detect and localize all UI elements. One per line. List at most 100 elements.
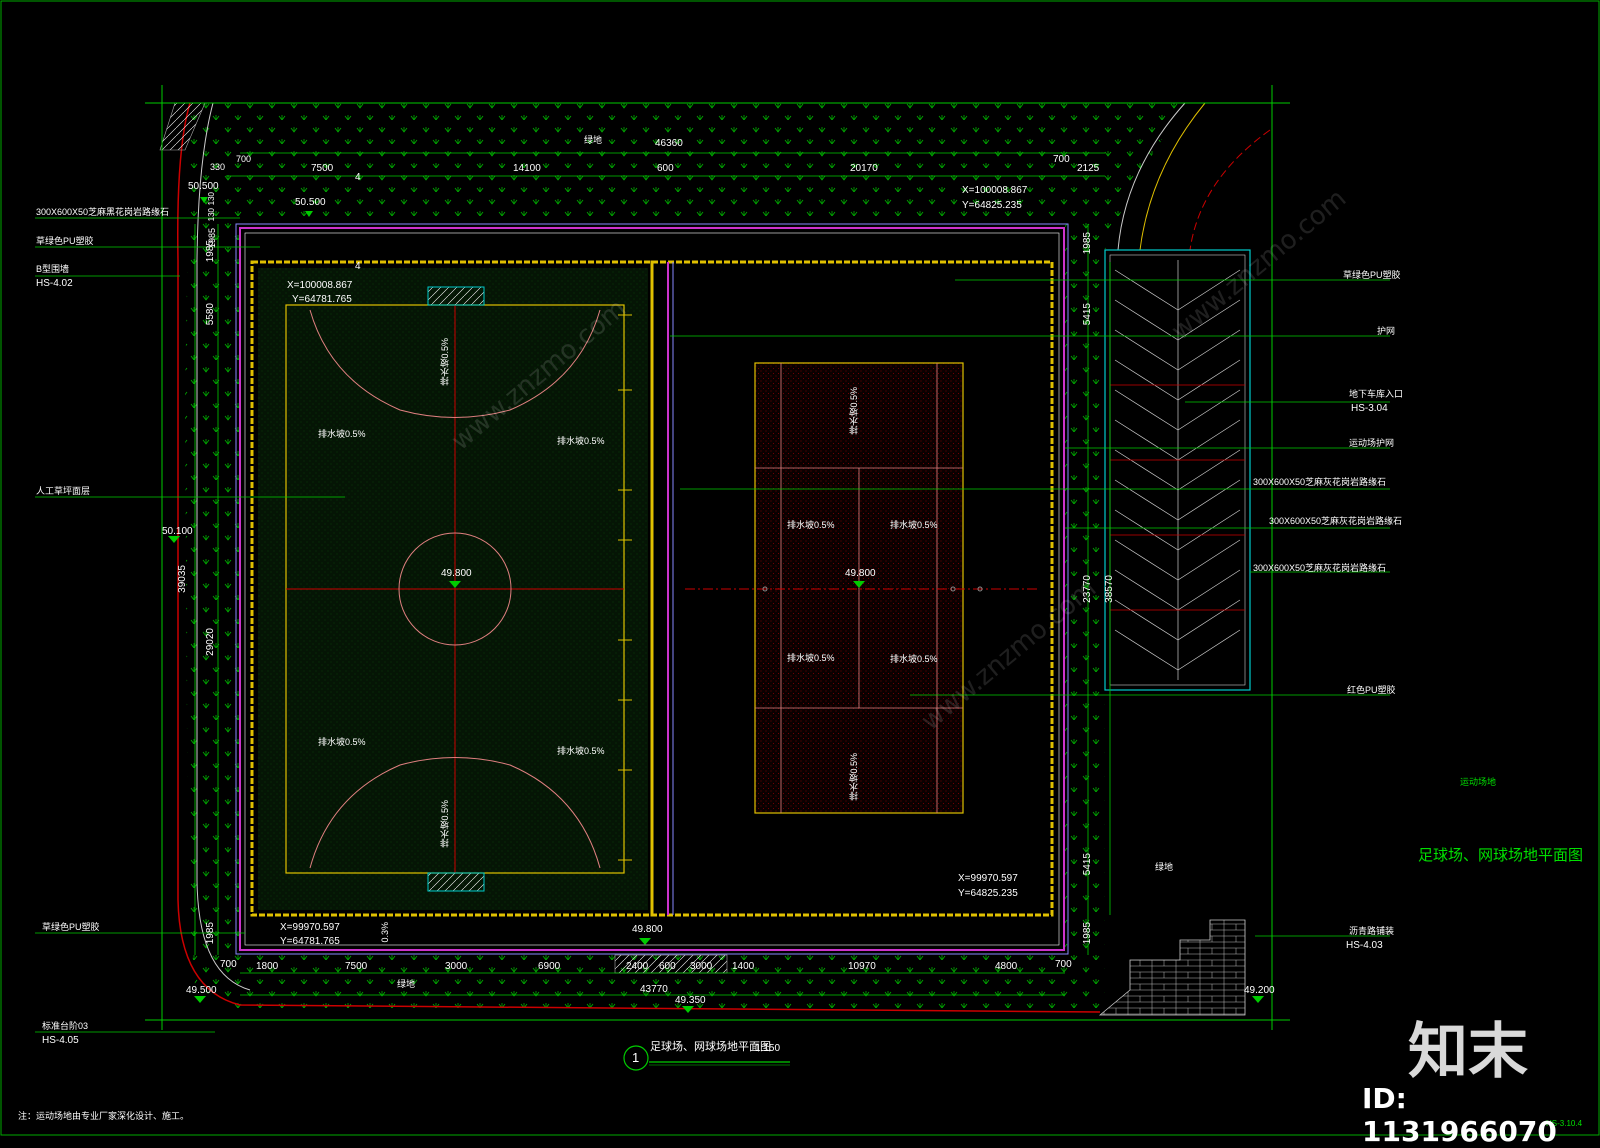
green-label: 绿地: [1155, 862, 1174, 872]
slope-label: 排水坡0.5%: [318, 429, 366, 439]
boundary-lines: [145, 85, 1290, 1030]
green-label: 绿地: [397, 979, 416, 989]
caption-scale: 1:150: [755, 1043, 781, 1054]
dim-bottom-seg: 4800: [995, 961, 1018, 972]
dim-bottom-seg: 3000: [445, 961, 468, 972]
dim-top-small: 130: [207, 192, 216, 206]
right-label: 300X600X50芝麻灰花岗岩路缘石: [1269, 516, 1403, 526]
coord-x: X=99970.597: [958, 873, 1018, 884]
left-label: 人工草坪面层: [36, 486, 91, 496]
dim-top-seg: 14100: [513, 163, 541, 174]
left-label: 草绿色PU塑胶: [42, 922, 100, 932]
dim-bottom-seg: 700: [1055, 959, 1072, 970]
left-label-ref: HS-4.02: [36, 278, 73, 289]
road-right: [1117, 102, 1271, 251]
dim-bottom-seg: 1800: [256, 961, 279, 972]
dimension-lines: [194, 152, 1111, 996]
court-outline: [235, 223, 1069, 955]
elevation-markers: [168, 197, 1264, 1013]
dim-bottom-seg: 3000: [690, 961, 713, 972]
coord-y: Y=64825.235: [962, 200, 1022, 211]
slope-label: 排水坡0.5%: [890, 520, 938, 530]
right-label: 300X600X50芝麻灰花岗岩路缘石: [1253, 477, 1387, 487]
elevation-label: 50.500: [295, 197, 326, 208]
left-label: 草绿色PU塑胶: [36, 236, 94, 246]
slope-label: 排水坡0.5%: [318, 737, 366, 747]
section-marker: 4: [355, 172, 361, 183]
dim-right: 38570: [1104, 575, 1115, 603]
dim-bottom-seg: 10970: [848, 961, 876, 972]
slope-label: 排水坡0.5%: [787, 520, 835, 530]
right-label-ref: HS-3.04: [1351, 403, 1388, 414]
dim-top-seg: 700: [1053, 154, 1070, 165]
elevation-label: 49.800: [632, 924, 663, 935]
leaders-right: [670, 279, 1390, 937]
slope-label: 排水坡0.5%: [557, 436, 605, 446]
green-label: 绿地: [584, 135, 603, 145]
note-text: 注：运动场地由专业厂家深化设计、施工。: [18, 1111, 190, 1121]
coord-y: Y=64825.235: [958, 888, 1018, 899]
dim-right: 5415: [1082, 853, 1093, 876]
slope-label: 排水坡0.5%: [440, 338, 450, 386]
elevation-label: 50.100: [162, 526, 193, 537]
elevation-label: 49.350: [675, 995, 706, 1006]
dim-bottom-seg: 1400: [732, 961, 755, 972]
dim-left: 29020: [205, 628, 216, 656]
elevation-label: 49.500: [186, 985, 217, 996]
left-label: B型围墙: [36, 264, 70, 274]
stairs: [1098, 919, 1246, 1016]
elevation-label: 50.500: [188, 181, 219, 192]
slope-label: 排水坡0.5%: [849, 753, 859, 801]
right-label: 护网: [1377, 326, 1396, 336]
slope-label: 排水坡0.5%: [890, 654, 938, 664]
watermark-id: ID: 1131966070: [1362, 1082, 1557, 1148]
coord-x: X=99970.597: [280, 922, 340, 933]
right-label: 红色PU塑胶: [1347, 685, 1396, 695]
dim-right: 1985: [1082, 922, 1093, 945]
coord-x: X=100008.867: [287, 280, 353, 291]
elevation-label: 49.800: [441, 568, 472, 579]
left-label: 300X600X50芝麻黑花岗岩路缘石: [36, 207, 170, 217]
right-label: 地下车库入口: [1349, 389, 1404, 399]
dim-top-seg: 20170: [850, 163, 878, 174]
left-label-ref: HS-4.05: [42, 1035, 79, 1046]
elevation-label: 49.800: [845, 568, 876, 579]
coord-y: Y=64781.765: [292, 294, 352, 305]
section-marker: 4: [355, 261, 361, 272]
sheet-number: HS-3.10.4: [1546, 1119, 1583, 1128]
slope-label: 排水坡0.5%: [440, 800, 450, 848]
parking-ramp: [1104, 249, 1251, 691]
dim-overall-top: 46360: [655, 138, 683, 149]
dim-bottom-seg: 6900: [538, 961, 561, 972]
dim-left: 1985: [205, 240, 216, 263]
dim-top-small: 330: [210, 162, 226, 172]
dim-bottom-seg: 7500: [345, 961, 368, 972]
coord-x: X=100008.867: [962, 185, 1028, 196]
dim-top-small: 130: [207, 208, 216, 222]
slope-label: 排水坡0.5%: [849, 387, 859, 435]
caption-group: [623, 1045, 790, 1071]
dim-top-seg: 600: [657, 163, 674, 174]
right-label: 300X600X50芝麻灰花岗岩路缘石: [1253, 563, 1387, 573]
caption-text: 足球场、网球场地平面图: [650, 1041, 771, 1053]
small-label: 运动场地: [1460, 777, 1497, 787]
drawing-title: 足球场、网球场地平面图: [1418, 846, 1584, 864]
right-label: 沥青路铺装: [1349, 926, 1395, 936]
leaders-left: [35, 217, 345, 1033]
dim-top-seg: 2125: [1077, 163, 1100, 174]
soccer-field: [258, 268, 648, 910]
left-label: 标准台阶03: [42, 1021, 89, 1031]
elevation-label: 49.200: [1244, 985, 1275, 996]
dim-left: 39035: [177, 565, 188, 593]
road-left: [159, 102, 1101, 1013]
right-label: 运动场护网: [1349, 438, 1395, 448]
dim-bottom-seg: 2400: [626, 961, 649, 972]
slope-label: 排水坡0.5%: [787, 653, 835, 663]
dim-top-seg: 700: [236, 154, 252, 164]
caption-number: 1: [632, 1050, 640, 1065]
dim-bottom-seg: 700: [220, 959, 237, 970]
right-label: 草绿色PU塑胶: [1343, 270, 1401, 280]
right-label-ref: HS-4.03: [1346, 940, 1383, 951]
